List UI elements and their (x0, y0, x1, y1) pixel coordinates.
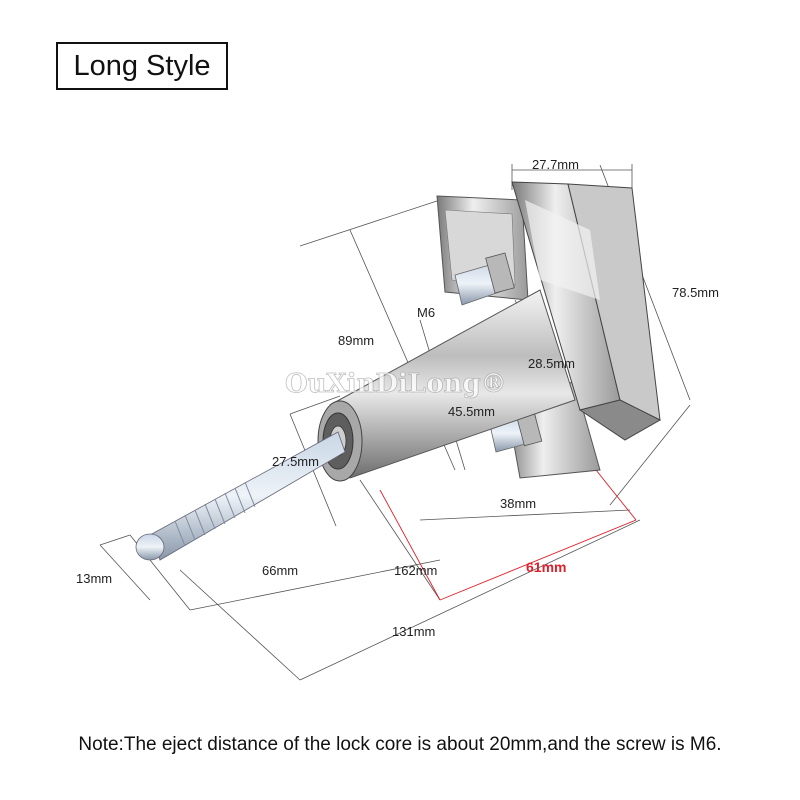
dim-highlight-length: 61mm (526, 559, 566, 575)
dim-plate-depth: 38mm (500, 496, 536, 511)
dim-body-length: 89mm (338, 333, 374, 348)
dim-tip-diameter: 13mm (76, 571, 112, 586)
dim-overall-length: 131mm (392, 624, 435, 639)
eject-distance-note: Note:The eject distance of the lock core… (78, 734, 722, 755)
dim-thread-length: 66mm (262, 563, 298, 578)
handle-plate (511, 181, 662, 441)
dim-screw: M6 (417, 305, 435, 320)
dim-core-depth: 45.5mm (448, 404, 495, 419)
dim-total-length: 162mm (394, 563, 437, 578)
style-title: Long Style (56, 42, 228, 90)
threaded-shaft (135, 431, 346, 561)
m6-bolts (454, 252, 543, 453)
watermark: OuXinDiLong® (285, 369, 507, 399)
dim-height: 78.5mm (672, 285, 719, 300)
dim-top-width: 27.7mm (532, 157, 579, 172)
dim-inner-width: 28.5mm (528, 356, 575, 371)
dim-shaft-diameter: 27.5mm (272, 454, 319, 469)
